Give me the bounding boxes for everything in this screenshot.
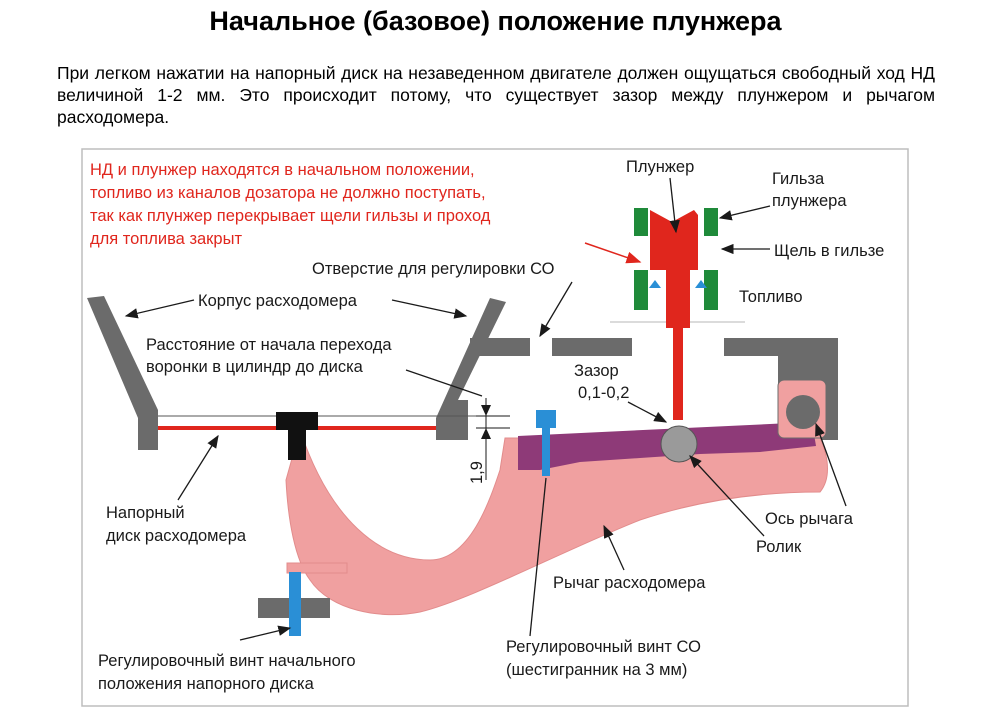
arrow-gap [627, 401, 668, 423]
label-co-screw-2: (шестигранник на 3 мм) [506, 661, 687, 679]
label-gap-2: 0,1-0,2 [578, 384, 629, 402]
housing-left-wall [87, 296, 158, 450]
leader-co-screw [529, 477, 547, 637]
arrow-housing-left [124, 299, 195, 319]
red-note-line-3: так как плунжер перекрывает щели гильзы … [90, 207, 491, 225]
label-housing: Корпус расходомера [198, 292, 358, 310]
plunger-sleeve-left-top [634, 208, 648, 236]
dimension-value: 1,9 [468, 461, 486, 484]
red-note-line-1: НД и плунжер находятся в начальном полож… [90, 161, 475, 179]
red-note: НД и плунжер находятся в начальном полож… [90, 161, 491, 248]
dimension-arrow-bottom [481, 428, 491, 439]
label-init-screw-1: Регулировочный винт начального [98, 652, 356, 670]
page-title: Начальное (базовое) положение плунжера [209, 6, 782, 36]
arrow-init-screw [239, 625, 292, 641]
fuel-arrow-right [695, 280, 707, 288]
plunger-sleeve-right-bottom [704, 270, 718, 310]
arrow-roller [689, 455, 765, 537]
label-slot: Щель в гильзе [774, 242, 884, 260]
disc-hub-cap [276, 412, 318, 430]
label-fuel: Топливо [739, 288, 803, 306]
red-note-line-4: для топлива закрыт [90, 230, 242, 248]
label-gap-1: Зазор [574, 362, 619, 380]
intro-paragraph: При легком нажатии на напорный диск на н… [57, 63, 935, 127]
arrow-lever [603, 524, 625, 571]
plunger [650, 210, 698, 420]
arrow-sleeve [718, 205, 771, 221]
label-disc-2: диск расходомера [106, 527, 247, 545]
arrow-housing-right [391, 299, 468, 319]
arrow-disc [177, 434, 219, 501]
leader-distance [405, 369, 483, 397]
diagram-frame [81, 148, 909, 707]
plunger-sleeve-left-bottom [634, 270, 648, 310]
arrow-lever-axis [815, 422, 847, 507]
label-sleeve-1: Гильза [772, 170, 825, 188]
label-disc-1: Напорный [106, 504, 185, 522]
co-screw-shaft [542, 428, 550, 476]
plunger-sleeve-right-top [704, 208, 718, 236]
arrow-co-hole [539, 281, 573, 338]
housing-center-block [552, 338, 632, 356]
fuel-arrow-left [649, 280, 661, 288]
label-co-screw-1: Регулировочный винт СО [506, 638, 701, 656]
label-distance-1: Расстояние от начала перехода [146, 336, 392, 354]
lever-pad [286, 562, 348, 574]
roller [660, 425, 698, 463]
label-lever-axis: Ось рычага [765, 510, 854, 528]
co-screw-head [536, 410, 556, 428]
label-co-hole: Отверстие для регулировки СО [312, 260, 555, 278]
label-init-screw-2: положения напорного диска [98, 675, 315, 693]
init-screw [289, 572, 301, 636]
label-lever: Рычаг расходомера [553, 574, 706, 592]
label-roller: Ролик [756, 538, 802, 556]
label-distance-2: воронки в цилиндр до диска [146, 358, 364, 376]
housing-right-wall [436, 298, 506, 440]
housing-right-shoulder [470, 338, 530, 356]
red-note-arrow [584, 242, 642, 264]
label-plunger: Плунжер [626, 158, 694, 176]
lever-axis [786, 395, 820, 429]
red-note-line-2: топливо из каналов дозатора не должно по… [90, 184, 486, 202]
flowmeter-lever [285, 428, 828, 616]
arrow-plunger [669, 177, 680, 234]
dimension-arrow-top [481, 405, 491, 416]
label-sleeve-2: плунжера [772, 192, 847, 210]
